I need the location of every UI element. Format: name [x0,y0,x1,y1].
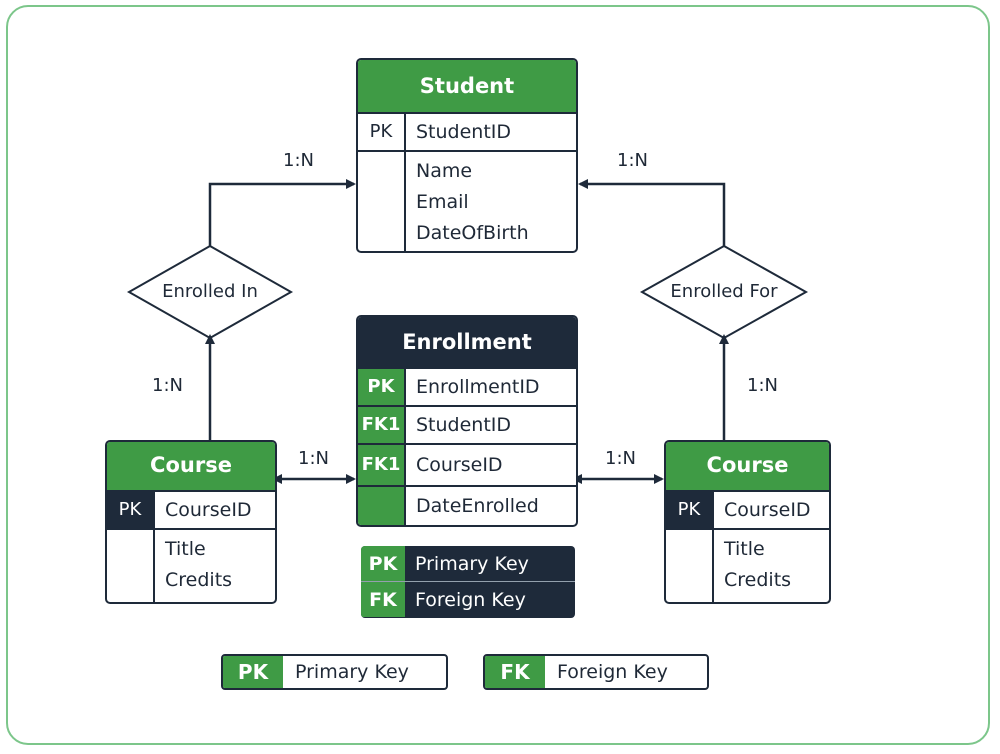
diagram-frame [6,5,990,745]
legend-box-pk-text: Primary Key [415,552,529,575]
entity-student: Student PK StudentID Name Email DateOfBi… [356,58,578,253]
cardinality-right-bottom: 1:N [747,375,778,396]
enrollment-row-field: DateEnrolled [416,495,539,517]
legend-pk-key: PK [223,656,283,688]
relationship-right-label: Enrolled For [670,281,778,302]
course-left-attr-credits: Credits [165,569,233,591]
legend-box: PK Primary Key FK Foreign Key [361,546,575,618]
course-right-pk-row: PK CourseID [666,490,829,528]
relationship-left-label: Enrolled In [162,281,258,302]
student-pk-field: StudentID [416,121,512,143]
student-attr-email: Email [416,191,469,213]
enrollment-row-key: PK [358,369,406,405]
legend-box-row-fk: FK Foreign Key [361,581,575,617]
legend-pk-text: Primary Key [295,661,409,683]
course-left-attr-title: Title [165,538,206,560]
legend-box-fk-key: FK [361,582,405,617]
legend-fk-key: FK [485,656,545,688]
entity-student-attributes: Name Email DateOfBirth [358,150,576,251]
entity-course-right-title: Course [666,442,829,490]
cardinality-right-top: 1:N [617,150,648,171]
course-left-pk-row: PK CourseID [107,490,275,528]
course-right-pk-label: PK [666,492,714,528]
enrollment-row-key [358,487,406,525]
student-pk-label: PK [358,114,406,150]
enrollment-row-key: FK1 [358,445,406,485]
enrollment-row-field: EnrollmentID [416,376,540,398]
course-left-key-blank [107,530,155,602]
student-attr-dob: DateOfBirth [416,222,529,244]
enrollment-row-field: StudentID [416,414,512,436]
enrollment-row-field: CourseID [416,454,503,476]
legend-box-row-pk: PK Primary Key [361,546,575,581]
cardinality-left-top: 1:N [283,150,314,171]
enrollment-row-key: FK1 [358,407,406,443]
entity-enrollment: Enrollment PK EnrollmentID FK1 StudentID… [356,315,578,527]
course-left-pk-field: CourseID [165,499,252,521]
left-upper-connector [208,179,356,246]
right-upper-connector [578,179,726,246]
course-left-pk-label: PK [107,492,155,528]
legend-primary-key: PK Primary Key [221,654,448,690]
enrollment-row: DateEnrolled [358,485,576,525]
entity-student-title: Student [358,60,576,112]
enrollment-row: FK1 CourseID [358,443,576,485]
legend-box-fk-text: Foreign Key [415,588,526,611]
enrollment-row: FK1 StudentID [358,405,576,443]
entity-student-pk-row: PK StudentID [358,112,576,150]
course-left-attributes: Title Credits [107,528,275,602]
entity-enrollment-title: Enrollment [358,317,576,367]
entity-course-left: Course PK CourseID Title Credits [105,440,277,604]
legend-foreign-key: FK Foreign Key [483,654,709,690]
student-attr-name: Name [416,160,473,182]
course-right-pk-field: CourseID [724,499,811,521]
cardinality-left-bottom: 1:N [152,375,183,396]
entity-course-right: Course PK CourseID Title Credits [664,440,831,604]
enrollment-row: PK EnrollmentID [358,367,576,405]
entity-course-left-title: Course [107,442,275,490]
course-right-attributes: Title Credits [666,528,829,602]
legend-fk-text: Foreign Key [557,661,668,683]
course-right-attr-credits: Credits [724,569,792,591]
student-key-blank [358,152,406,251]
course-right-key-blank [666,530,714,602]
cardinality-left-mid: 1:N [298,448,329,469]
legend-box-pk-key: PK [361,546,405,581]
course-right-attr-title: Title [724,538,765,560]
cardinality-right-mid: 1:N [605,448,636,469]
